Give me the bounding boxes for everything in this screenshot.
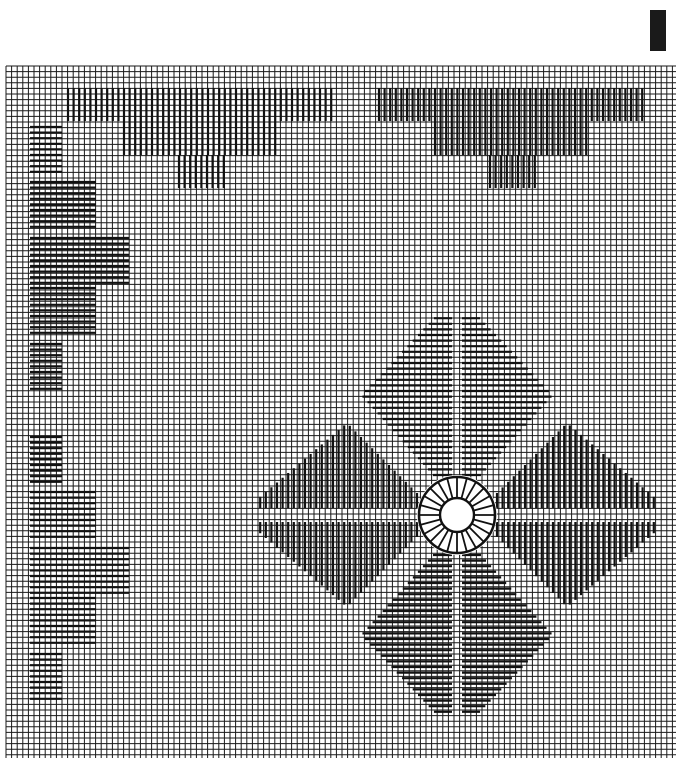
petal-bottom: [362, 555, 551, 712]
grid-lines: [6, 66, 676, 758]
border-band-top-right: [379, 88, 642, 188]
eyelet-stitch: [417, 475, 497, 555]
canvas-grid: [6, 66, 676, 758]
eyelet-center-hole: [440, 498, 474, 532]
